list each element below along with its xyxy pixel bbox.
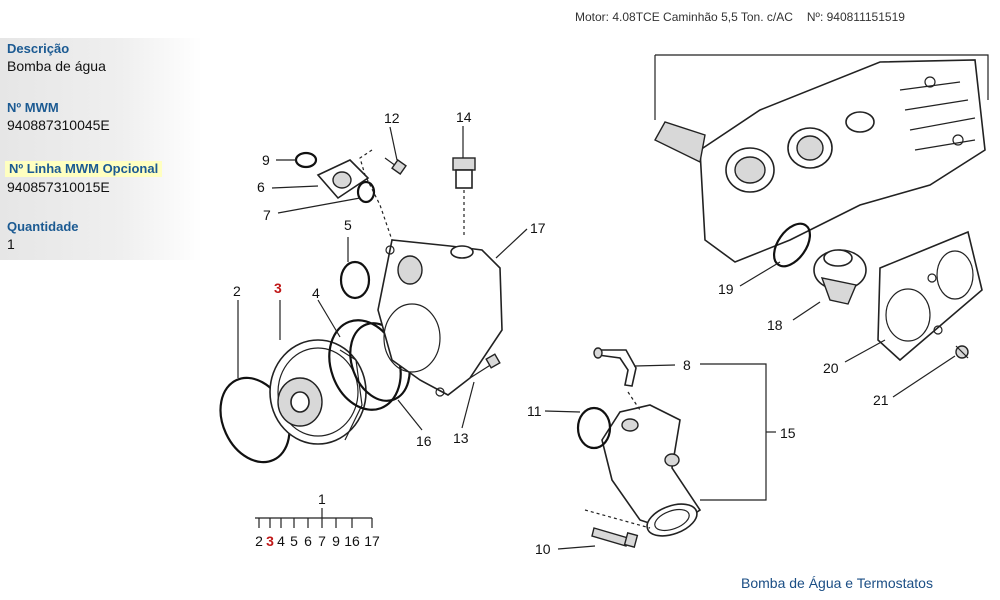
callout-21: 21 — [873, 392, 889, 408]
assembly-item-7: 7 — [318, 533, 326, 549]
quantity-group: Quantidade 1 — [7, 219, 79, 254]
thermostat-18 — [813, 249, 867, 305]
callout-2: 2 — [233, 283, 241, 299]
callout-11: 11 — [527, 403, 542, 419]
optional-line-value: 940857310015E — [7, 179, 110, 195]
callout-17: 17 — [530, 220, 546, 236]
callout-13: 13 — [453, 430, 469, 446]
description-group: Descrição Bomba de água — [7, 41, 106, 76]
callout-5: 5 — [344, 217, 352, 233]
plug-14 — [452, 157, 476, 235]
thermostat-housing-drawing — [654, 54, 989, 263]
callout-10: 10 — [535, 541, 551, 557]
callout-20: 20 — [823, 360, 839, 376]
leader-lines — [237, 126, 956, 550]
callout-3: 3 — [274, 280, 282, 296]
callouts: 12 14 9 6 7 5 17 2 3 4 16 13 19 18 20 21… — [233, 109, 889, 557]
callout-14: 14 — [456, 109, 472, 125]
gasket-20 — [877, 230, 983, 362]
quantity-value: 1 — [7, 236, 15, 252]
assembly-parent-number: 1 — [318, 491, 326, 507]
callout-12: 12 — [384, 110, 400, 126]
pump-housing-17 — [377, 239, 503, 397]
o-ring-19 — [772, 222, 812, 268]
optional-line-label: Nº Linha MWM Opcional — [5, 161, 163, 177]
drawing-number: Nº: 940811151519 — [806, 10, 905, 24]
fitting-21 — [955, 345, 969, 359]
engine-model: Motor: 4.08TCE Caminhão 5,5 Ton. c/AC — [575, 10, 793, 24]
flange-6 — [316, 159, 370, 200]
o-ring-11 — [576, 406, 612, 450]
bolt-13 — [469, 353, 501, 379]
callout-8: 8 — [683, 357, 691, 373]
assembly-item-3: 3 — [266, 533, 274, 549]
callout-16: 16 — [416, 433, 432, 449]
assembly-item-4: 4 — [277, 533, 285, 549]
water-outlet-15 — [601, 404, 702, 537]
assembly-item-6: 6 — [304, 533, 312, 549]
bolt-10 — [584, 509, 651, 548]
description-label: Descrição — [7, 41, 70, 56]
callout-4: 4 — [312, 285, 320, 301]
assembly-item-9: 9 — [332, 533, 340, 549]
assembly-item-5: 5 — [290, 533, 298, 549]
callout-19: 19 — [718, 281, 734, 297]
diagram-caption: Bomba de Água e Termostatos — [741, 575, 933, 591]
mwm-number-group: Nº MWM 940887310045E — [7, 100, 110, 135]
callout-15: 15 — [780, 425, 796, 441]
optional-line-group: Nº Linha MWM Opcional 940857310015E — [5, 160, 163, 197]
mwm-number-value: 940887310045E — [7, 117, 110, 133]
assembly-item-2: 2 — [255, 533, 263, 549]
callout-18: 18 — [767, 317, 783, 333]
bent-tube-8 — [593, 347, 641, 411]
o-ring-5 — [339, 260, 371, 300]
description-value: Bomba de água — [7, 58, 106, 74]
assembly-item-16: 16 — [344, 533, 360, 549]
pump-impeller-3 — [269, 339, 367, 445]
bolt-12 — [359, 149, 407, 241]
engine-header: Motor: 4.08TCE Caminhão 5,5 Ton. c/AC Nº:… — [575, 10, 905, 24]
callout-7: 7 — [263, 207, 271, 223]
part-info-panel: Descrição Bomba de água Nº MWM 940887310… — [0, 38, 202, 260]
callout-9: 9 — [262, 152, 270, 168]
quantity-label: Quantidade — [7, 219, 79, 234]
mwm-number-label: Nº MWM — [7, 100, 59, 115]
o-ring-9 — [294, 151, 318, 169]
o-ring-7 — [356, 180, 376, 204]
callout-6: 6 — [257, 179, 265, 195]
assembly-item-17: 17 — [364, 533, 380, 549]
